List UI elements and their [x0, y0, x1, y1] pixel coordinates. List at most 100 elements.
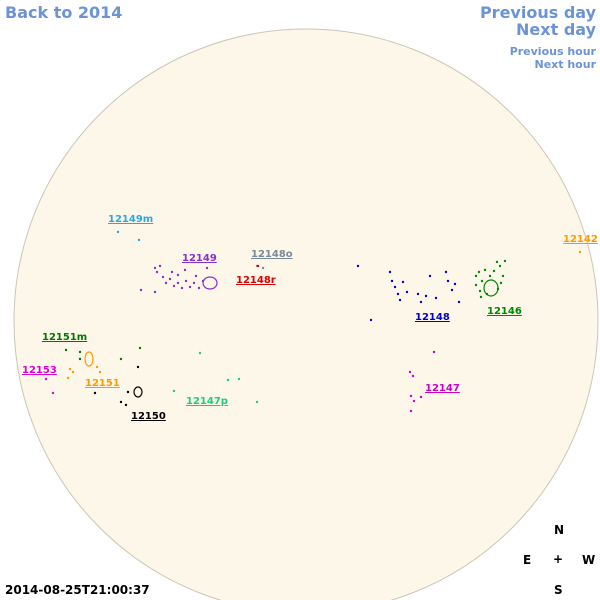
region-label-12149[interactable]: 12149 — [182, 253, 217, 264]
feature-dot-12149 — [197, 286, 201, 290]
feature-dot-12146 — [474, 283, 478, 287]
feature-dot-12148 — [446, 279, 450, 283]
feature-dot-12149 — [176, 281, 180, 285]
feature-dot-12150 — [124, 403, 128, 407]
feature-dot-12148 — [401, 280, 405, 284]
feature-dot-12147 — [412, 399, 416, 403]
next-hour-link[interactable]: Next hour — [534, 58, 597, 71]
feature-dot-12149m — [116, 230, 120, 234]
feature-dot-12146 — [479, 295, 483, 299]
feature-dot-12148 — [388, 270, 392, 274]
feature-dot-12148 — [424, 294, 428, 298]
region-label-12146[interactable]: 12146 — [487, 306, 522, 317]
feature-dot-12150 — [93, 391, 97, 395]
compass-north: N — [554, 523, 565, 537]
feature-dot-12148 — [390, 279, 394, 283]
next-day-link[interactable]: Next day — [516, 20, 596, 39]
feature-dot-12146 — [483, 268, 487, 272]
feature-dot-12148 — [405, 290, 409, 294]
feature-dot-12146 — [488, 274, 492, 278]
previous-hour-link[interactable]: Previous hour — [509, 45, 596, 58]
polarity-contour-12151 — [84, 351, 94, 367]
feature-dot-12147 — [411, 374, 415, 378]
polarity-contour-12146 — [483, 279, 499, 297]
feature-dot-12148 — [453, 282, 457, 286]
feature-dot-12146 — [477, 270, 481, 274]
feature-dot-12146 — [495, 260, 499, 264]
feature-dot-12151m — [78, 350, 82, 354]
feature-dot-12148 — [393, 285, 397, 289]
feature-dot-12151m — [138, 346, 142, 350]
magnetic-features — [44, 230, 582, 413]
feature-dot-12151m — [119, 357, 123, 361]
feature-dot-12149 — [164, 281, 168, 285]
feature-dot-12149 — [188, 285, 192, 289]
feature-dot-12151 — [71, 370, 75, 374]
region-label-12148[interactable]: 12148 — [415, 312, 450, 323]
feature-dot-12148 — [434, 296, 438, 300]
feature-dot-12146 — [498, 264, 502, 268]
previous-day-link[interactable]: Previous day — [479, 3, 596, 22]
region-label-12151m[interactable]: 12151m — [42, 332, 87, 343]
feature-dot-12151 — [66, 376, 70, 380]
feature-dot-12149 — [155, 270, 159, 274]
region-label-12150[interactable]: 12150 — [131, 411, 166, 422]
region-label-12148o[interactable]: 12148o — [251, 249, 293, 260]
back-to-year-link[interactable]: Back to 2014 — [5, 3, 123, 22]
polarity-contour-12150 — [133, 386, 143, 398]
feature-dot-12150 — [126, 390, 130, 394]
feature-dot-12148 — [416, 292, 420, 296]
feature-dot-12146 — [499, 281, 503, 285]
feature-dot-12142 — [578, 250, 582, 254]
feature-dot-12148 — [444, 270, 448, 274]
feature-dot-12148 — [457, 300, 461, 304]
feature-dot-12150 — [136, 365, 140, 369]
region-label-12142[interactable]: 12142 — [563, 234, 598, 245]
feature-dot-12149 — [205, 266, 209, 270]
feature-dot-12147 — [432, 350, 436, 354]
feature-dot-12149 — [183, 268, 187, 272]
observation-timestamp: 2014-08-25T21:00:37 — [5, 583, 150, 597]
compass-east: E — [523, 553, 532, 567]
region-label-12149m[interactable]: 12149m — [108, 214, 153, 225]
feature-dot-12151m — [78, 357, 82, 361]
feature-dot-12149 — [172, 284, 176, 288]
feature-dot-12148 — [396, 292, 400, 296]
region-label-12147[interactable]: 12147 — [425, 383, 460, 394]
solar-disk — [13, 28, 599, 600]
feature-dot-12149 — [184, 279, 188, 283]
feature-dot-12149 — [192, 281, 196, 285]
feature-dot-12147p — [255, 400, 259, 404]
feature-dot-12151 — [98, 370, 102, 374]
region-label-12151[interactable]: 12151 — [85, 378, 120, 389]
region-label-12147p[interactable]: 12147p — [186, 396, 228, 407]
feature-dot-12151 — [95, 365, 99, 369]
feature-dot-12146 — [474, 274, 478, 278]
feature-dot-12148 — [419, 300, 423, 304]
feature-dot-12149 — [194, 274, 198, 278]
feature-dot-12149 — [170, 270, 174, 274]
feature-dot-12147p — [237, 377, 241, 381]
feature-dot-12146 — [480, 279, 484, 283]
feature-dot-12147p — [198, 351, 202, 355]
feature-dot-12148 — [398, 298, 402, 302]
region-label-12148r[interactable]: 12148r — [236, 275, 276, 286]
feature-dot-12149 — [139, 288, 143, 292]
feature-dot-12147 — [409, 409, 413, 413]
compass-west: W — [582, 553, 596, 567]
feature-dot-12148 — [369, 318, 373, 322]
region-label-12153[interactable]: 12153 — [22, 365, 57, 376]
feature-dot-12153 — [44, 377, 48, 381]
feature-dot-12151 — [68, 367, 72, 371]
feature-dot-12150 — [119, 400, 123, 404]
feature-dot-12149 — [158, 264, 162, 268]
feature-dot-12149 — [180, 286, 184, 290]
feature-dot-12146 — [501, 274, 505, 278]
feature-dot-12147 — [409, 394, 413, 398]
feature-dot-12149 — [176, 273, 180, 277]
feature-dot-12147p — [226, 378, 230, 382]
feature-dot-12149 — [153, 290, 157, 294]
feature-dot-12147p — [172, 389, 176, 393]
polarity-contour-12149 — [202, 276, 218, 290]
